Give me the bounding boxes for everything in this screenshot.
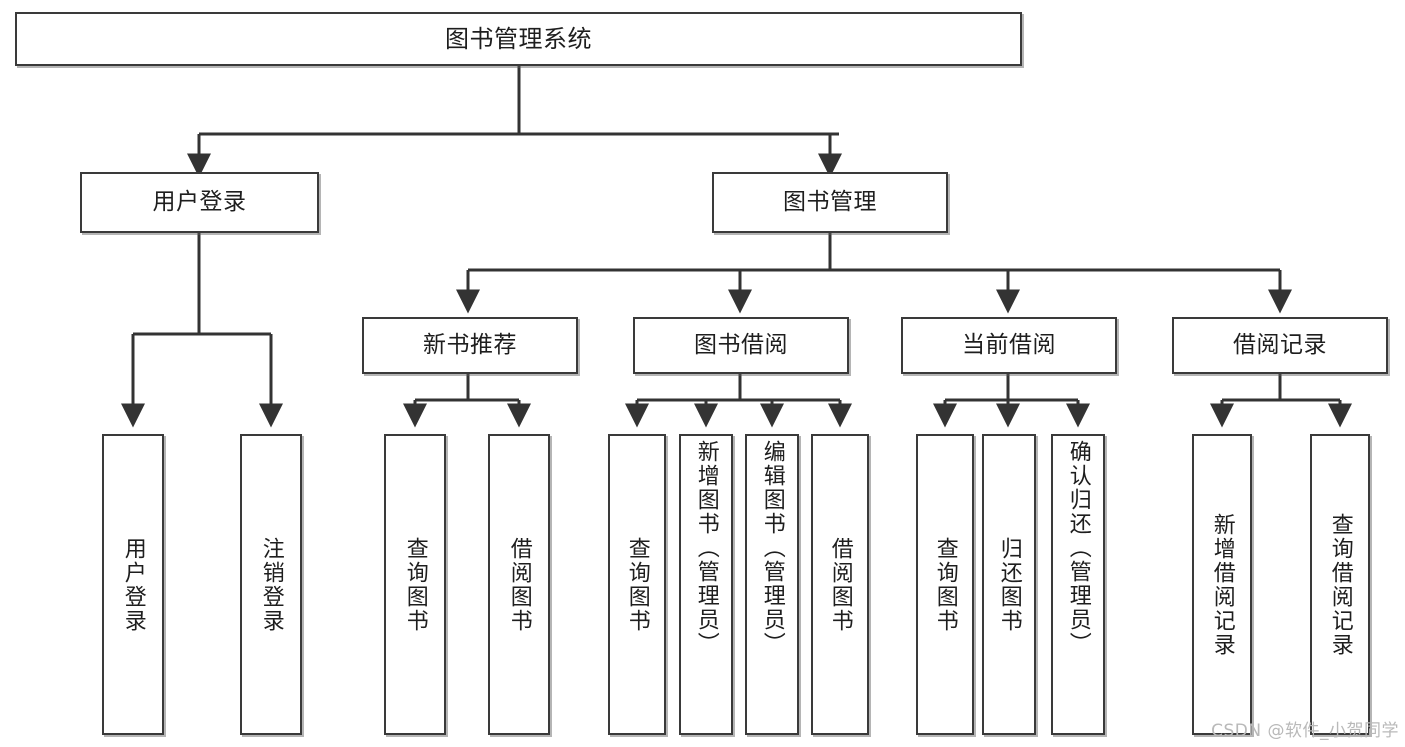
leaf-query-book-borrow[interactable]: 查询图书 <box>608 434 666 735</box>
node-label: 新增借阅记录 <box>1209 512 1235 657</box>
node-label: 图书管理 <box>783 188 877 215</box>
node-borrow-records[interactable]: 借阅记录 <box>1172 317 1388 374</box>
node-label: 借阅图书 <box>506 536 532 633</box>
leaf-edit-book-admin[interactable]: 编辑图书（管理员） <box>745 434 799 735</box>
leaf-logout[interactable]: 注销登录 <box>240 434 302 735</box>
node-label: 用户登录 <box>120 536 146 633</box>
node-label: 当前借阅 <box>962 331 1056 358</box>
node-label: 编辑图书（管理员） <box>759 440 785 656</box>
leaf-confirm-return-admin[interactable]: 确认归还（管理员） <box>1051 434 1105 735</box>
node-label: 查询图书 <box>402 536 428 633</box>
node-current-borrow[interactable]: 当前借阅 <box>901 317 1117 374</box>
node-user-login[interactable]: 用户登录 <box>80 172 319 233</box>
leaf-borrow-book[interactable]: 借阅图书 <box>811 434 869 735</box>
leaf-borrow-book-recommend[interactable]: 借阅图书 <box>488 434 550 735</box>
node-label: 新书推荐 <box>423 331 517 358</box>
node-label: 查询图书 <box>932 536 958 633</box>
node-label: 查询图书 <box>624 536 650 633</box>
node-label: 图书借阅 <box>694 331 788 358</box>
leaf-return-book[interactable]: 归还图书 <box>982 434 1036 735</box>
leaf-query-book-current[interactable]: 查询图书 <box>916 434 974 735</box>
leaf-add-borrow-record[interactable]: 新增借阅记录 <box>1192 434 1252 735</box>
node-label: 归还图书 <box>996 536 1022 633</box>
leaf-query-borrow-record[interactable]: 查询借阅记录 <box>1310 434 1370 735</box>
leaf-add-book-admin[interactable]: 新增图书（管理员） <box>679 434 733 735</box>
leaf-query-book-recommend[interactable]: 查询图书 <box>384 434 446 735</box>
node-label: 借阅记录 <box>1233 331 1327 358</box>
node-label: 确认归还（管理员） <box>1065 440 1091 656</box>
node-label: 借阅图书 <box>827 536 853 633</box>
leaf-user-login[interactable]: 用户登录 <box>102 434 164 735</box>
node-label: 新增图书（管理员） <box>693 440 719 656</box>
node-book-management[interactable]: 图书管理 <box>712 172 948 233</box>
node-new-book-recommend[interactable]: 新书推荐 <box>362 317 578 374</box>
node-label: 查询借阅记录 <box>1327 512 1353 657</box>
node-label: 用户登录 <box>152 188 247 215</box>
node-label: 注销登录 <box>258 536 284 633</box>
node-root-system[interactable]: 图书管理系统 <box>15 12 1022 66</box>
node-label: 图书管理系统 <box>445 24 592 53</box>
watermark: CSDN @软件_小贺同学 <box>1211 721 1399 741</box>
node-book-borrow[interactable]: 图书借阅 <box>633 317 849 374</box>
